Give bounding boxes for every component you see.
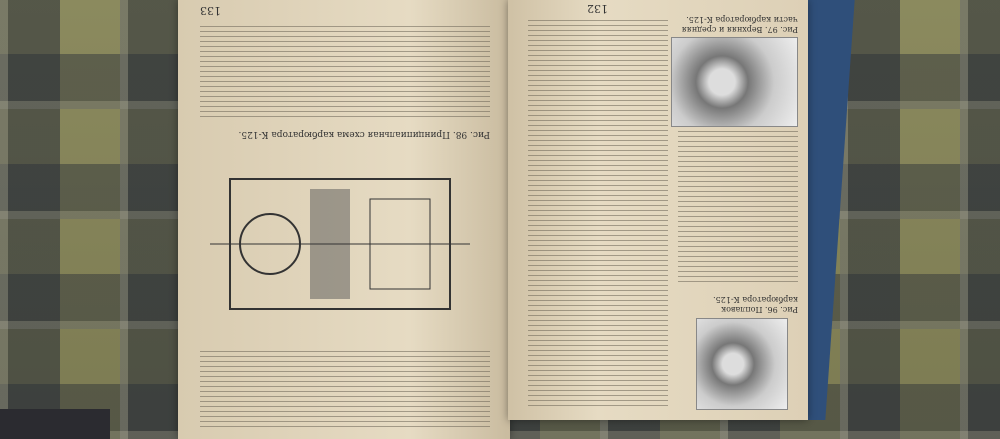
- right-page: 132 Рис. 96. Поплавок карбюратора К-125.…: [508, 0, 808, 420]
- legend-text: [200, 26, 490, 121]
- page-number: 132: [587, 2, 608, 15]
- figure-caption: Рис. 96. Поплавок карбюратора К-125.: [713, 295, 798, 314]
- carburetor-photo: [671, 37, 798, 127]
- page-number: 133: [200, 4, 221, 17]
- carburetor-diagram: [210, 178, 470, 310]
- figure-caption: Рис. 98. Принципиальная схема карбюратор…: [238, 129, 491, 139]
- dark-object: [0, 409, 110, 439]
- float-photo: [696, 318, 788, 410]
- text-block: [678, 131, 798, 286]
- left-page: 133 Рис. 98. Принципиальная схема карбюр…: [178, 0, 510, 439]
- text-block: [528, 20, 668, 410]
- figure-caption: Рис. 97. Верхняя и средняя части карбюра…: [681, 15, 798, 34]
- text-block: [200, 351, 490, 431]
